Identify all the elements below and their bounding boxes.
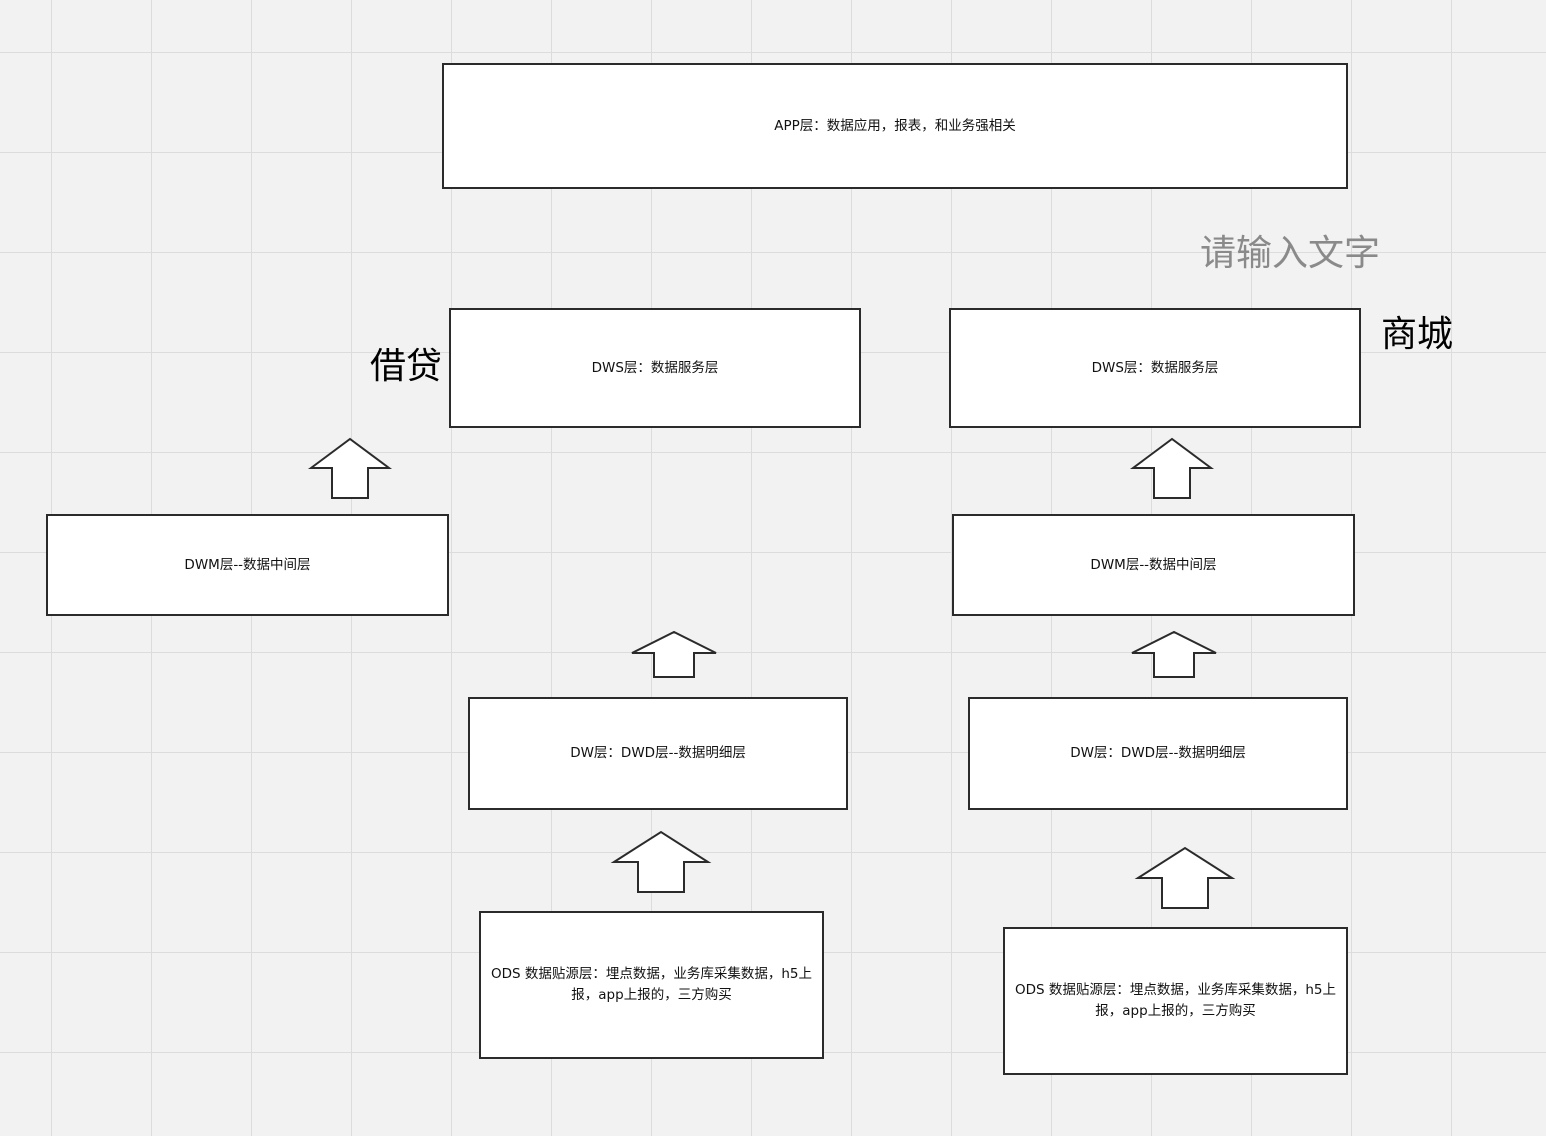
loan-dws-box[interactable]: DWS层：数据服务层	[449, 308, 861, 428]
loan-dwd-box[interactable]: DW层：DWD层--数据明细层	[468, 697, 848, 810]
mall-ods-text: ODS 数据贴源层：埋点数据，业务库采集数据，h5上报，app上报的，三方购买	[1014, 982, 1337, 1019]
mall-dwm-box[interactable]: DWM层--数据中间层	[952, 514, 1355, 616]
mall-ods-box[interactable]: ODS 数据贴源层：埋点数据，业务库采集数据，h5上报，app上报的，三方购买	[1003, 927, 1348, 1075]
loan-dwm-to-dws-arrow-icon[interactable]	[307, 437, 393, 499]
mall-dwd-text: DW层：DWD层--数据明细层	[1070, 745, 1246, 761]
placeholder-text-label[interactable]: 请输入文字	[1200, 233, 1381, 274]
loan-dwm-box[interactable]: DWM层--数据中间层	[46, 514, 449, 616]
loan-dwd-text: DW层：DWD层--数据明细层	[570, 745, 746, 761]
mall-dws-text: DWS层：数据服务层	[1091, 359, 1219, 376]
loan-ods-text: ODS 数据贴源层：埋点数据，业务库采集数据，h5上报，app上报的，三方购买	[490, 966, 813, 1003]
app-layer-text: APP层：数据应用，报表，和业务强相关	[774, 117, 1016, 134]
loan-dwm-text: DWM层--数据中间层	[184, 556, 311, 573]
mall-ods-to-dwd-arrow-icon[interactable]	[1134, 846, 1236, 909]
loan-dwd-up-arrow-icon[interactable]	[631, 630, 717, 678]
mall-dwd-box[interactable]: DW层：DWD层--数据明细层	[968, 697, 1348, 810]
loan-dws-text: DWS层：数据服务层	[591, 359, 719, 376]
loan-ods-to-dwd-arrow-icon[interactable]	[610, 830, 712, 893]
mall-dwm-to-dws-arrow-icon[interactable]	[1129, 437, 1215, 499]
mall-dwm-text: DWM层--数据中间层	[1090, 556, 1217, 573]
app-layer-box[interactable]: APP层：数据应用，报表，和业务强相关	[442, 63, 1348, 189]
mall-dws-box[interactable]: DWS层：数据服务层	[949, 308, 1361, 428]
loan-ods-box[interactable]: ODS 数据贴源层：埋点数据，业务库采集数据，h5上报，app上报的，三方购买	[479, 911, 824, 1059]
mall-dwd-to-dwm-arrow-icon[interactable]	[1131, 630, 1217, 678]
mall-branch-label[interactable]: 商城	[1381, 314, 1454, 355]
loan-branch-label[interactable]: 借贷	[370, 346, 443, 387]
